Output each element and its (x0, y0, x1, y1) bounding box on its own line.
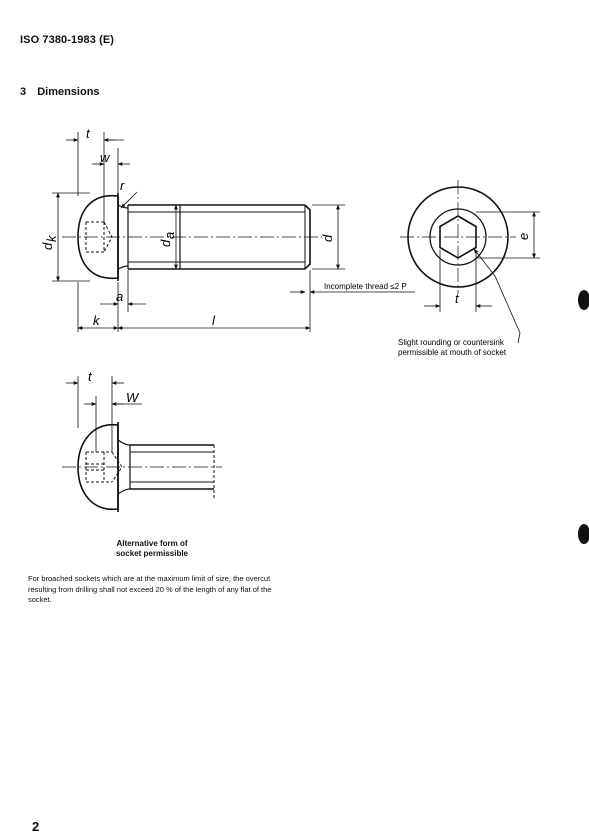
label-incomplete-thread: Incomplete thread ≤2 P (324, 282, 407, 291)
alt-caption-line2: socket permissible (115, 549, 189, 558)
margin-bullet-mark (578, 524, 589, 544)
end-view-dimension-lines (424, 211, 540, 344)
label-w-alt: W (126, 390, 140, 405)
page-number: 2 (32, 819, 40, 834)
label-w: w (100, 150, 111, 165)
document-id: ISO 7380-1983 (E) (20, 34, 115, 46)
label-d: d (320, 234, 335, 242)
label-da: d a (158, 232, 177, 247)
section-number: 3 (20, 86, 27, 98)
svg-text:d: d (158, 239, 173, 247)
svg-text:d: d (40, 242, 55, 250)
section-title: Dimensions (37, 86, 100, 98)
svg-text:d: d (320, 234, 335, 242)
label-dk: d k (40, 234, 59, 250)
screw-alt-view (62, 422, 222, 512)
label-e: e (516, 233, 531, 240)
margin-bullet-mark (578, 290, 589, 310)
label-l: l (212, 313, 216, 328)
svg-text:k: k (44, 234, 59, 242)
section-heading: 3 Dimensions (20, 86, 100, 98)
main-dimension-lines (52, 132, 415, 332)
label-k: k (93, 313, 101, 328)
alt-dimension-lines (66, 376, 142, 452)
svg-text:e: e (516, 233, 531, 240)
broached-socket-note: For broached sockets which are at the ma… (28, 574, 272, 604)
screw-end-view (400, 180, 516, 294)
label-r: r (120, 178, 125, 193)
alt-form-caption: Alternative form of socket permissible (96, 539, 208, 559)
label-t-end: t (455, 291, 460, 306)
label-t-alt: t (88, 369, 93, 384)
svg-text:a: a (162, 232, 177, 239)
screw-side-view (62, 193, 322, 281)
label-a: a (116, 289, 123, 304)
alt-caption-line1: Alternative form of (116, 539, 188, 548)
end-view-note-line1: Slight rounding or countersink (398, 338, 505, 347)
end-view-note-line2: permissible at mouth of socket (398, 348, 507, 357)
label-t: t (86, 126, 91, 141)
